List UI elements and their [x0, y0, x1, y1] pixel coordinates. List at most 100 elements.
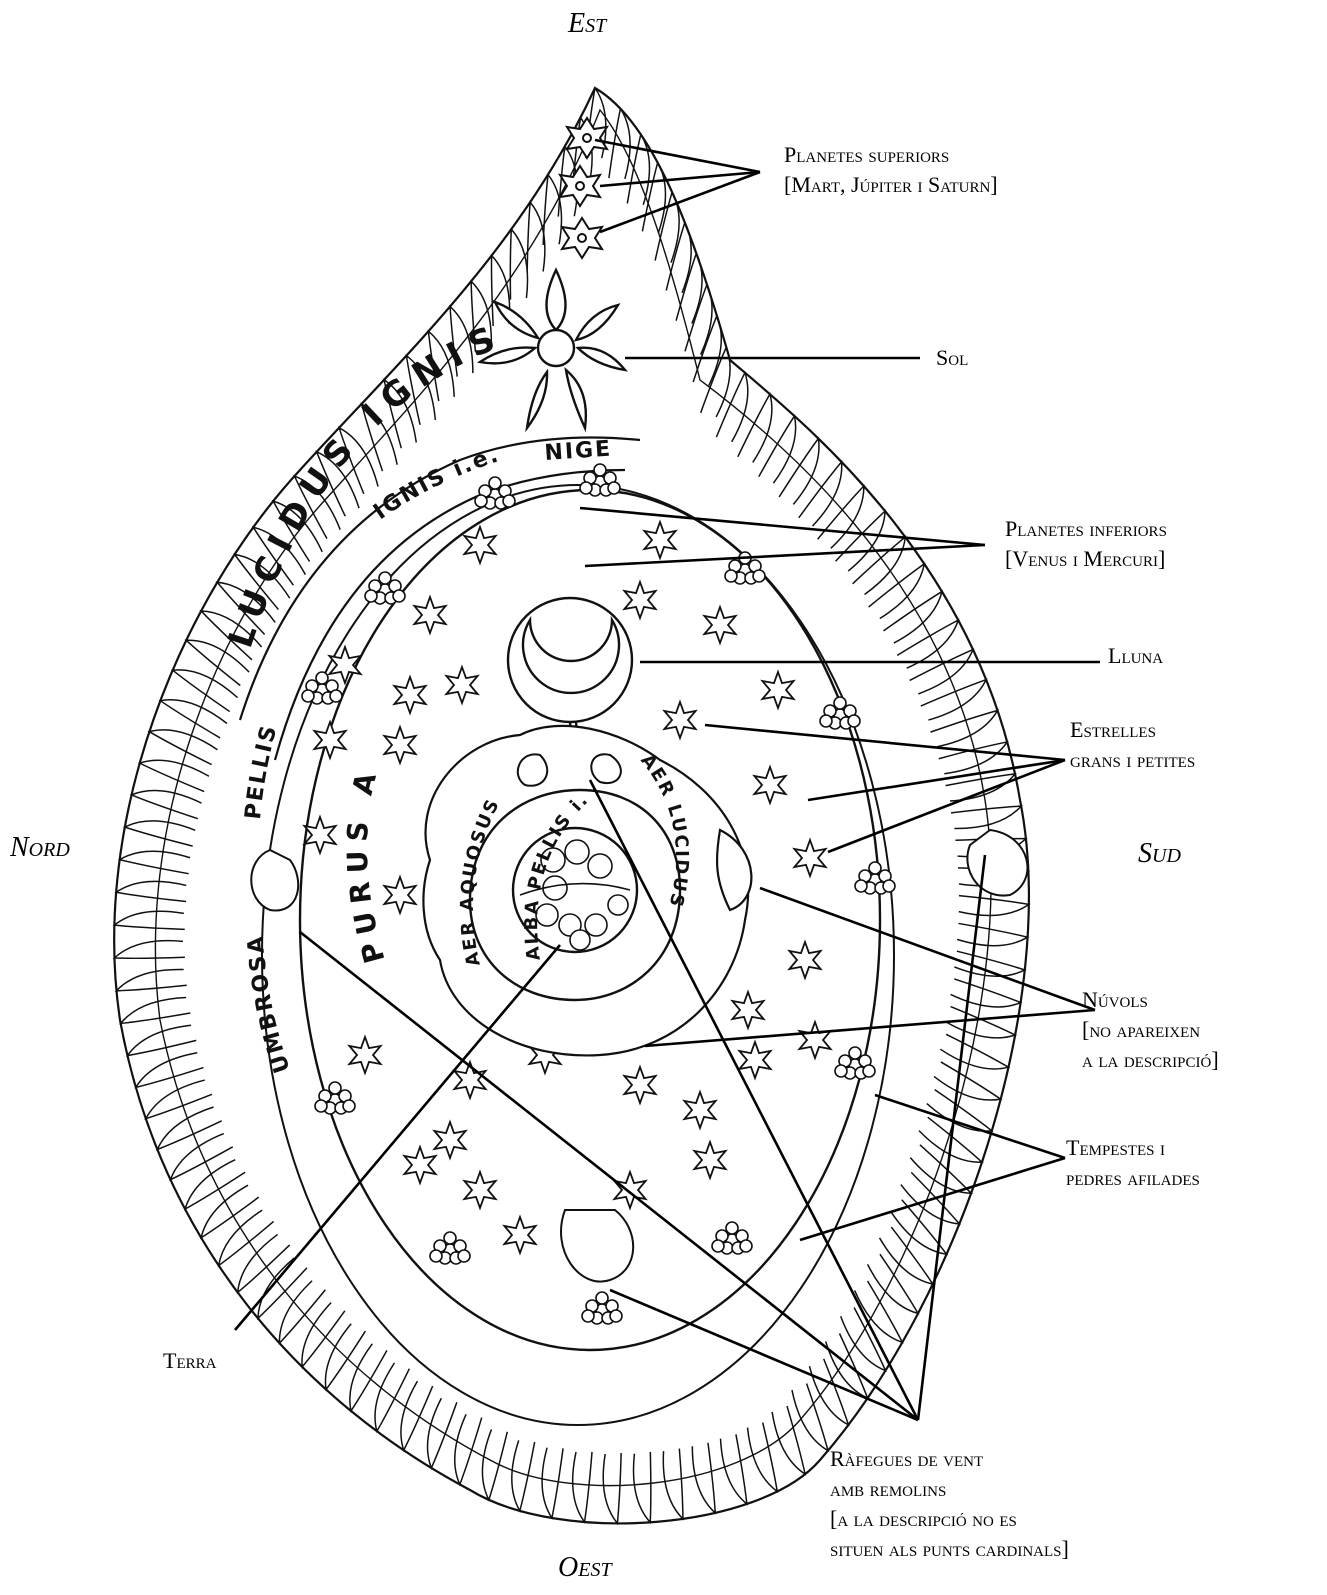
superior-planets	[560, 118, 607, 258]
feather	[125, 821, 195, 846]
svg-text:UMBROSA: UMBROSA	[244, 934, 296, 1076]
star	[704, 607, 735, 643]
latin-niger: NIGER	[0, 0, 613, 466]
star	[664, 702, 695, 738]
feather	[428, 1398, 457, 1468]
feather	[633, 1452, 650, 1522]
feather	[136, 1053, 204, 1088]
feather	[114, 941, 184, 959]
feather	[160, 700, 227, 738]
star	[404, 1147, 435, 1183]
feather	[779, 438, 819, 504]
feather	[853, 537, 906, 594]
label-clouds: Núvols [no apareixen a la descripció]	[1082, 985, 1219, 1075]
feather	[116, 881, 186, 901]
feather	[826, 1334, 868, 1399]
moon	[508, 598, 632, 745]
feather	[957, 923, 1027, 945]
label-moon: Lluna	[1108, 641, 1163, 671]
svg-text:NIGER: NIGER	[0, 0, 613, 466]
feather	[186, 640, 249, 685]
label-winds: Ràfegues de vent amb remolins [a la desc…	[830, 1444, 1069, 1564]
feather	[738, 394, 772, 462]
feather	[140, 760, 209, 791]
feather	[132, 791, 202, 819]
star	[414, 597, 445, 633]
feather	[157, 1107, 221, 1149]
star	[739, 1042, 770, 1078]
storm-cluster	[582, 1292, 622, 1324]
feather	[748, 1423, 778, 1492]
star	[732, 992, 763, 1028]
feather	[809, 1359, 848, 1425]
storm-cluster	[475, 477, 515, 509]
storm-cluster	[365, 572, 405, 604]
star	[434, 1122, 465, 1158]
cardinal-east: Est	[568, 8, 606, 40]
feather	[841, 1307, 886, 1370]
label-earth: Terra	[163, 1346, 216, 1376]
feather	[121, 998, 191, 1024]
star	[384, 877, 415, 913]
star	[754, 767, 785, 803]
feather	[880, 1227, 933, 1284]
star	[304, 817, 335, 853]
label-superior-planets: Planetes superiors [Mart, Júpiter i Satu…	[784, 140, 998, 200]
star	[349, 1037, 380, 1073]
feather	[120, 851, 190, 873]
latin-pellis: PELLIS	[241, 722, 283, 821]
feather	[910, 1145, 971, 1193]
feather	[693, 316, 721, 386]
latin-lucidus-ignis: LUCIDUS IGNIS	[221, 315, 510, 652]
feather	[868, 1254, 919, 1313]
feather	[910, 650, 973, 694]
star	[624, 1067, 655, 1103]
star	[314, 722, 345, 758]
feather	[455, 1414, 482, 1484]
feather	[663, 1449, 683, 1519]
feather	[959, 896, 1029, 916]
feather	[951, 806, 1021, 828]
feather	[114, 911, 184, 929]
storm-cluster	[712, 1222, 752, 1254]
star	[794, 840, 825, 876]
feather	[676, 253, 702, 323]
feather	[799, 462, 842, 526]
feather	[685, 284, 712, 354]
feather	[721, 1434, 747, 1504]
storm-cluster	[430, 1232, 470, 1264]
feather	[603, 1453, 621, 1523]
storm-cluster	[820, 697, 860, 729]
star	[394, 677, 425, 713]
feather	[146, 1080, 212, 1119]
star	[504, 1217, 535, 1253]
feather	[836, 511, 885, 571]
feather	[692, 1443, 715, 1513]
label-storms: Tempestes i pedres afilades	[1066, 1133, 1200, 1193]
star	[384, 727, 415, 763]
label-sun: Sol	[936, 343, 968, 373]
cardinal-north: Nord	[10, 832, 70, 864]
star	[694, 1142, 725, 1178]
star	[789, 942, 820, 978]
star	[624, 582, 655, 618]
storm-cluster	[315, 1082, 355, 1114]
star	[464, 527, 495, 563]
feather	[482, 1429, 507, 1499]
cardinal-south: Sud	[1138, 838, 1181, 870]
svg-text:PELLIS: PELLIS	[241, 722, 283, 821]
svg-text:IGNIS i.e.: IGNIS i.e.	[369, 442, 503, 525]
feather	[951, 979, 1021, 1007]
star	[799, 1022, 830, 1058]
star	[644, 522, 675, 558]
feather	[759, 416, 796, 483]
storm-cluster	[835, 1047, 875, 1079]
latin-umbrosa: UMBROSA	[244, 934, 296, 1076]
feather	[573, 1452, 592, 1522]
storm-cluster	[302, 672, 342, 704]
svg-text:LUCIDUS IGNIS: LUCIDUS IGNIS	[221, 315, 510, 652]
feather	[542, 1448, 563, 1518]
feather	[884, 592, 942, 643]
label-stars: Estrelles grans i petites	[1070, 715, 1195, 775]
star	[446, 667, 477, 703]
